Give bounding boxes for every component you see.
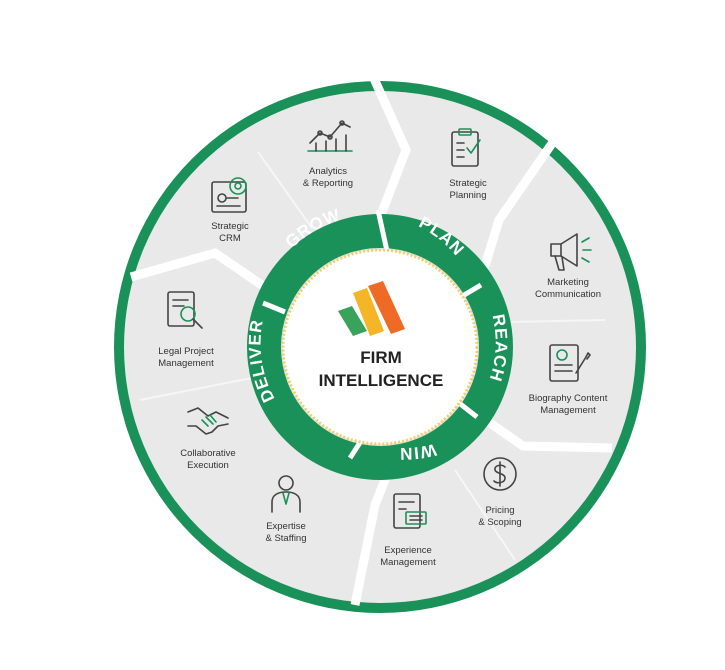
item-label-line1: Strategic xyxy=(211,221,249,232)
item-pricing-scoping: Pricing & Scoping xyxy=(478,457,522,528)
profile-document-icon xyxy=(549,344,591,382)
firm-intelligence-logo xyxy=(338,281,405,336)
item-strategic-planning: Strategic Planning xyxy=(449,128,487,201)
item-label-line2: Communication xyxy=(535,289,601,300)
gears-icon xyxy=(211,177,247,213)
item-marketing-communication: Marketing Communication xyxy=(535,233,601,300)
item-label-line2: Management xyxy=(540,405,596,416)
divider-plan-reach xyxy=(475,139,557,284)
item-analytics-reporting: Analytics & Reporting xyxy=(303,120,353,189)
item-expertise-staffing: Expertise & Staffing xyxy=(265,475,307,544)
item-label-line1: Expertise xyxy=(266,521,306,532)
divider-deliver-grow xyxy=(129,248,275,296)
handshake-icon xyxy=(187,407,229,435)
item-label-line1: Analytics xyxy=(309,166,347,177)
brand-line-firm: FIRM xyxy=(360,348,402,367)
document-icon xyxy=(393,493,427,529)
item-legal-project-management: Legal Project Management xyxy=(158,291,214,369)
item-label-line2: Planning xyxy=(450,190,487,201)
megaphone-icon xyxy=(550,233,592,271)
divider-grow-plan xyxy=(367,72,411,227)
item-label-line2: CRM xyxy=(219,233,241,244)
item-label-line2: Execution xyxy=(187,460,229,471)
logo-orange-bar xyxy=(368,281,405,334)
item-label-line1: Pricing xyxy=(485,505,514,516)
search-document-icon xyxy=(167,291,203,329)
item-label-line2: & Staffing xyxy=(265,533,306,544)
logo-yellow-bar xyxy=(353,288,384,336)
item-label-line1: Collaborative xyxy=(180,448,235,459)
item-strategic-crm: Strategic CRM xyxy=(211,177,249,244)
phase-ring xyxy=(247,214,513,480)
item-collaborative-execution: Collaborative Execution xyxy=(180,407,236,471)
center-disc xyxy=(290,257,470,437)
item-label-line2: Management xyxy=(158,358,214,369)
item-label-line1: Biography Content xyxy=(529,393,608,404)
item-experience-management: Experience Management xyxy=(380,493,436,568)
item-label-line2: & Scoping xyxy=(478,517,521,528)
logo-green-bar xyxy=(338,306,367,336)
brand-line-intelligence: INTELLIGENCE xyxy=(319,371,444,390)
item-label-line1: Marketing xyxy=(547,277,589,288)
item-biography-content-management: Biography Content Management xyxy=(529,344,608,416)
clipboard-icon xyxy=(451,128,481,167)
item-label-line2: & Reporting xyxy=(303,178,353,189)
item-label-line2: Management xyxy=(380,557,436,568)
inner-dividers xyxy=(139,151,606,561)
item-label-line1: Strategic xyxy=(449,178,487,189)
item-label-line1: Legal Project xyxy=(158,346,214,357)
person-icon xyxy=(271,475,301,513)
segment-dividers xyxy=(129,72,613,606)
divider-reach-win xyxy=(480,414,613,453)
phase-win-label: WIN xyxy=(399,440,439,463)
item-label-line1: Experience xyxy=(384,545,432,556)
phase-reach-label: REACH xyxy=(485,313,510,385)
dollar-icon xyxy=(483,457,517,491)
line-chart-icon xyxy=(307,120,353,152)
